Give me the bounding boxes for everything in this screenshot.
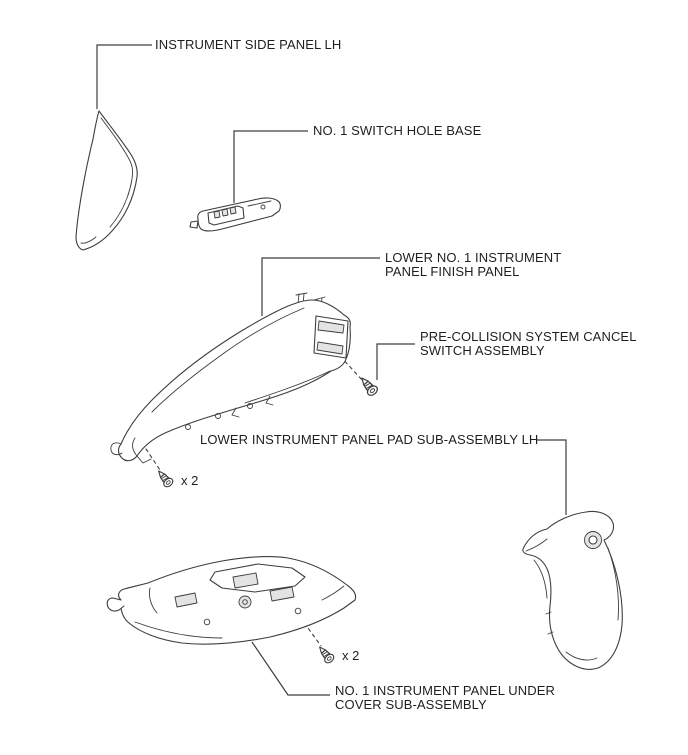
label-line: LOWER NO. 1 INSTRUMENT xyxy=(385,250,562,265)
label-line: LOWER INSTRUMENT PANEL PAD SUB-ASSEMBLY … xyxy=(200,432,539,447)
switch-hole-base-drawing xyxy=(189,197,281,232)
label-line: SWITCH ASSEMBLY xyxy=(420,343,545,358)
leader-side-panel xyxy=(96,44,152,109)
screw-count-finish-panel: x 2 xyxy=(181,473,199,488)
label-line: PANEL FINISH PANEL xyxy=(385,264,520,279)
dashed-line-pre-collision-switch xyxy=(339,355,364,382)
lower-finish-panel-drawing xyxy=(110,292,351,464)
label-line: NO. 1 INSTRUMENT PANEL UNDER xyxy=(335,683,555,698)
dashed-line-under-cover-screw xyxy=(299,616,322,647)
under-cover-drawing xyxy=(106,556,357,645)
leader-finish-panel xyxy=(261,257,380,316)
leader-lines xyxy=(96,44,567,696)
leader-switch-hole-base xyxy=(233,130,308,203)
label-pre-collision-switch: PRE-COLLISION SYSTEM CANCEL SWITCH ASSEM… xyxy=(420,330,637,358)
label-line: PRE-COLLISION SYSTEM CANCEL xyxy=(420,329,637,344)
label-line: INSTRUMENT SIDE PANEL LH xyxy=(155,37,342,52)
label-instrument-side-panel-lh: INSTRUMENT SIDE PANEL LH xyxy=(155,38,341,52)
lower-pad-sub-assembly-drawing xyxy=(522,510,623,670)
screw-icon xyxy=(315,643,336,666)
leader-under-cover xyxy=(251,641,330,696)
label-switch-hole-base: NO. 1 SWITCH HOLE BASE xyxy=(313,124,481,138)
screw-icon xyxy=(154,467,175,490)
label-lower-pad-sub-assembly: LOWER INSTRUMENT PANEL PAD SUB-ASSEMBLY … xyxy=(200,433,538,447)
label-line: NO. 1 SWITCH HOLE BASE xyxy=(313,123,482,138)
label-line: COVER SUB-ASSEMBLY xyxy=(335,697,487,712)
label-under-cover: NO. 1 INSTRUMENT PANEL UNDER COVER SUB-A… xyxy=(335,684,555,712)
leader-pad-sub-assembly xyxy=(536,439,567,515)
label-lower-finish-panel: LOWER NO. 1 INSTRUMENT PANEL FINISH PANE… xyxy=(385,251,561,279)
dashed-assembly-lines xyxy=(137,355,364,647)
instrument-side-panel-lh-drawing xyxy=(75,110,138,251)
screw-count-under-cover: x 2 xyxy=(342,648,360,663)
leader-pre-collision-switch xyxy=(376,343,415,380)
